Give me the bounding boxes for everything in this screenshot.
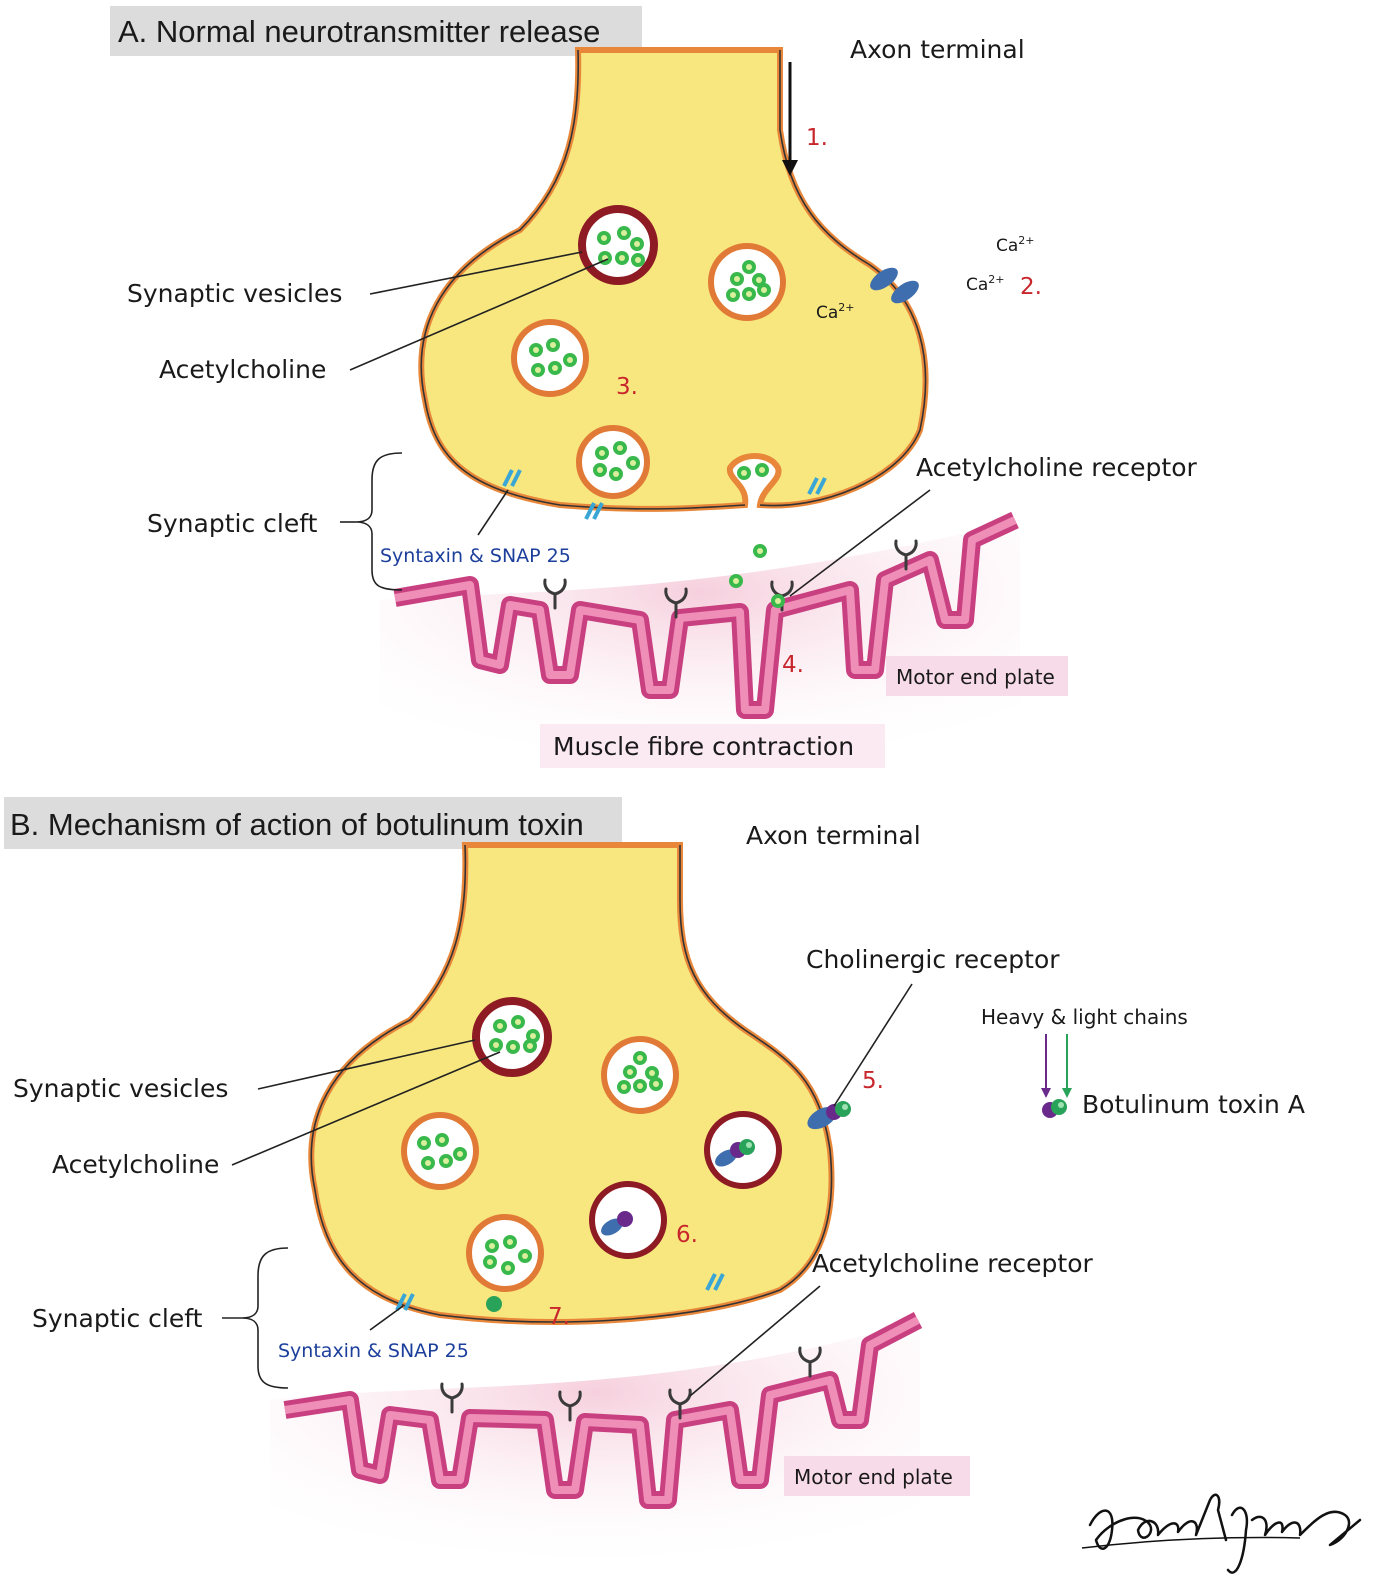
muscle-shading-a [380,520,1020,760]
muscle-shading-b [270,1320,920,1560]
cholinergic-receptor-leader [833,983,913,1107]
botulinum-toxin-icon [1042,1099,1067,1118]
chain-arrows [1041,1034,1072,1098]
step-5: 5. [862,1068,884,1094]
vesicle-b4 [466,1214,544,1292]
vesicle-a2 [708,243,786,321]
panel-b: B. Mechanism of action of botulinum toxi… [4,797,1305,1560]
synaptic-cleft-label-a: Synaptic cleft [147,509,318,538]
released-ach-2 [729,574,743,588]
motor-end-plate-box-a [886,656,1068,696]
vesicle-b3 [401,1112,479,1190]
muscle-contraction-box [540,724,885,768]
botulinum-toxin-label: Botulinum toxin A [1082,1090,1305,1119]
cholinergic-receptor-label: Cholinergic receptor [806,945,1060,974]
syntaxin-leader-b [369,1305,404,1331]
vesicle-a3 [511,319,589,397]
panel-b-title: B. Mechanism of action of botulinum toxi… [10,807,584,842]
syntaxin-label-b: Syntaxin & SNAP 25 [278,1340,469,1362]
acetylcholine-label-a: Acetylcholine [159,355,326,384]
ach-receptor-leader-a [789,489,931,597]
syntaxin-label-a: Syntaxin & SNAP 25 [380,545,571,567]
synaptic-cleft-bracket-a [355,452,403,591]
axon-terminal-b-outline [310,844,833,1323]
synaptic-vesicles-label-a: Synaptic vesicles [127,279,342,308]
synaptic-cleft-label-b: Synaptic cleft [32,1304,203,1333]
syntaxin-leader-a [477,489,509,536]
acetylcholine-leader-b [231,1051,501,1166]
synaptic-vesicles-leader-b [257,1039,476,1090]
axon-terminal-label-b: Axon terminal [746,821,921,850]
step-7: 7. [548,1304,570,1330]
motor-end-plate-label-a: Motor end plate [896,665,1055,689]
artist-signature [1081,1493,1362,1574]
panel-a-title-bar [110,6,642,56]
ach-receptor-label-a: Acetylcholine receptor [916,453,1197,482]
axon-terminal-b [308,842,835,1325]
motor-end-plate-inner-a [394,516,1017,714]
impulse-arrow [782,62,798,176]
motor-end-plate-box-b [784,1456,970,1496]
light-chain-on-snare [486,1296,502,1312]
ach-receptor-leader-b [689,1285,821,1397]
synaptic-vesicles-label-b: Synaptic vesicles [13,1074,228,1103]
step-3: 3. [616,374,638,400]
toxin-vesicle-b1 [704,1111,782,1189]
axon-terminal-label-a: Axon terminal [850,35,1025,64]
toxin-vesicle-b2 [589,1181,667,1259]
panel-a: A. Normal neurotransmitter release [110,6,1197,768]
step-6: 6. [676,1222,698,1248]
step-4: 4. [782,652,804,678]
step-1: 1. [806,125,828,151]
vesicle-b2 [601,1036,679,1114]
step-2: 2. [1020,274,1042,300]
synaptic-cleft-bracket-b [241,1247,289,1389]
released-ach-1 [753,544,767,558]
axon-terminal-a [418,47,929,512]
acetylcholine-label-b: Acetylcholine [52,1150,219,1179]
calcium-channel-a [870,267,919,304]
motor-end-plate-inner-b [284,1316,920,1504]
fusing-vesicle-a [737,463,769,480]
calcium-label-3: Ca2+ [816,301,855,323]
muscle-contraction-label: Muscle fibre contraction [553,732,854,761]
motor-end-plate-label-b: Motor end plate [794,1465,953,1489]
vesicle-a1 [578,205,658,285]
vesicle-b1 [472,997,552,1077]
cholinergic-receptor-binding [807,1101,851,1130]
panel-a-title: A. Normal neurotransmitter release [118,14,600,49]
ach-receptor-label-b: Acetylcholine receptor [812,1249,1093,1278]
axon-terminal-a-outline [420,49,927,510]
panel-b-title-bar [4,797,622,849]
acetylcholine-leader-a [349,258,609,371]
vesicle-a4 [576,425,650,499]
calcium-label-1: Ca2+ [996,234,1035,256]
calcium-label-2: Ca2+ [966,273,1005,295]
released-ach-3 [771,594,785,608]
heavy-light-chains-label: Heavy & light chains [981,1005,1188,1029]
synaptic-vesicles-leader-a [369,251,583,295]
